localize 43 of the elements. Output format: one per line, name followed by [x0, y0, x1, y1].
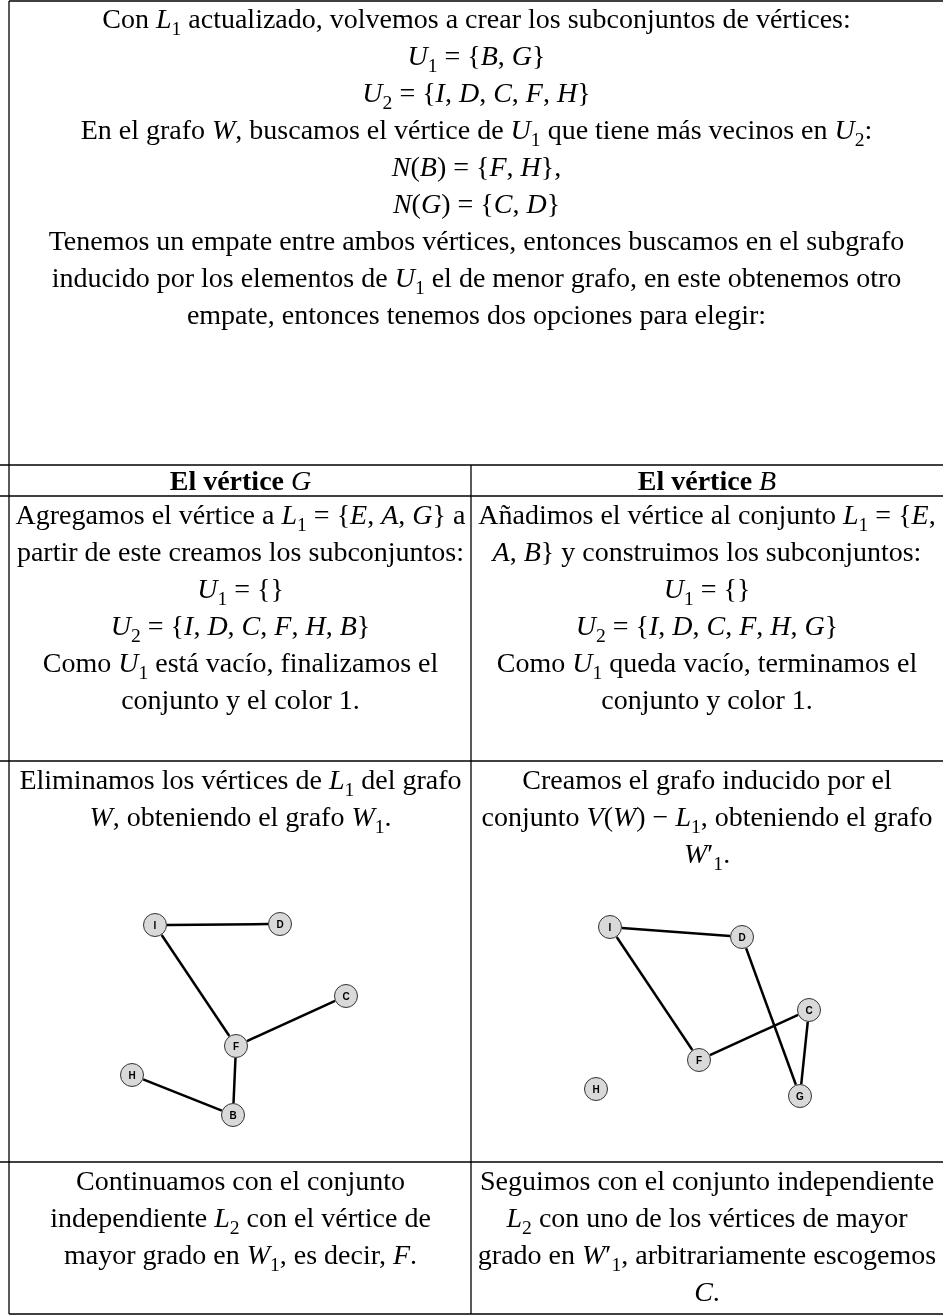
cell-text: U$_{1}$ = {}	[197, 572, 284, 607]
cell-text: Con L$_{1}$ actualizado, volvemos a crear los subconjuntos de vértices:	[102, 2, 851, 37]
graph-edge	[246, 999, 336, 1043]
cell-text: U$_{1}$ = {B, G}	[407, 39, 546, 74]
graph-vertex: D	[730, 925, 754, 949]
cell-text: Seguimos con el conjunto independiente L$_{2}$ con uno de los vértices de mayor grado en W′$_{1}$, arbitrariamente escogemos C.	[476, 1164, 938, 1309]
graph-vertex: I	[143, 913, 167, 937]
cell-text: Continuamos con el conjunto independiente L$_{2}$ con el vértice de mayor grado en W$_{1}$, es decir, F.	[49, 1164, 432, 1273]
graph-edge	[142, 1078, 223, 1112]
graph-edge	[167, 922, 268, 927]
graph-vertex: B	[221, 1103, 245, 1127]
cell-text: Agregamos el vértice a L$_{1}$ = {E, A, G} a partir de este creamos los subconjuntos:	[14, 498, 467, 569]
cell-text: Como U$_{1}$ queda vacío, terminamos el conjunto y color 1.	[495, 646, 919, 717]
graph-vertex: F	[687, 1048, 711, 1072]
cell-text: Como U$_{1}$ está vacío, finalizamos el conjunto y el color 1.	[41, 646, 440, 717]
graph-edge	[744, 947, 798, 1086]
cell-text: Eliminamos los vértices de L$_{1}$ del grafo W, obteniendo el grafo W$_{1}$.	[18, 763, 463, 835]
graph-edge	[621, 926, 731, 938]
cell-text: Creamos el grafo inducido por el conjunto V(W) − L$_{1}$, obteniendo el grafo W′$_{1}$.	[480, 763, 934, 872]
cell-text: U$_{2}$ = {I, D, C, F, H, G}	[575, 609, 839, 644]
cell-text: Tenemos un empate entre ambos vértices, entonces buscamos en el subgrafo inducido por los elementos de U$_{1}$ el de menor grafo, en este obtenemos otro empate, entonces tenemos dos opciones para elegir:	[47, 224, 906, 332]
cell-text: U$_{2}$ = {I, D, C, F, H, B}	[110, 609, 371, 644]
graph-vertex: F	[224, 1034, 248, 1058]
graph-edge	[232, 1057, 237, 1104]
graph-vertex: G	[788, 1084, 812, 1108]
graph-edge	[800, 1021, 809, 1085]
cell-text: En el grafo W, buscamos el vértice de U$_{1}$ que tiene más vecinos en U$_{2}$:	[80, 113, 873, 148]
graph-vertex: C	[797, 998, 821, 1022]
graph-vertex: C	[334, 984, 358, 1008]
graph-vertex: D	[268, 912, 292, 936]
cell-text: N(B) = {F, H},	[391, 150, 562, 184]
graph-edge	[709, 1013, 799, 1057]
graph-vertex: H	[584, 1077, 608, 1101]
cell-text: N(G) = {C, D}	[392, 187, 561, 221]
graph-edge	[615, 936, 694, 1051]
cell-text: U$_{2}$ = {I, D, C, F, H}	[362, 76, 591, 111]
cell-text: Añadimos el vértice al conjunto L$_{1}$ = {E, A, B} y construimos los subconjuntos:	[477, 498, 937, 569]
graph-edge	[160, 934, 231, 1037]
column-header: El vértice B	[637, 465, 777, 496]
graph-vertex: H	[120, 1063, 144, 1087]
cell-text: U$_{1}$ = {}	[663, 572, 751, 607]
column-header: El vértice G	[169, 465, 312, 496]
graph-vertex: I	[598, 915, 622, 939]
